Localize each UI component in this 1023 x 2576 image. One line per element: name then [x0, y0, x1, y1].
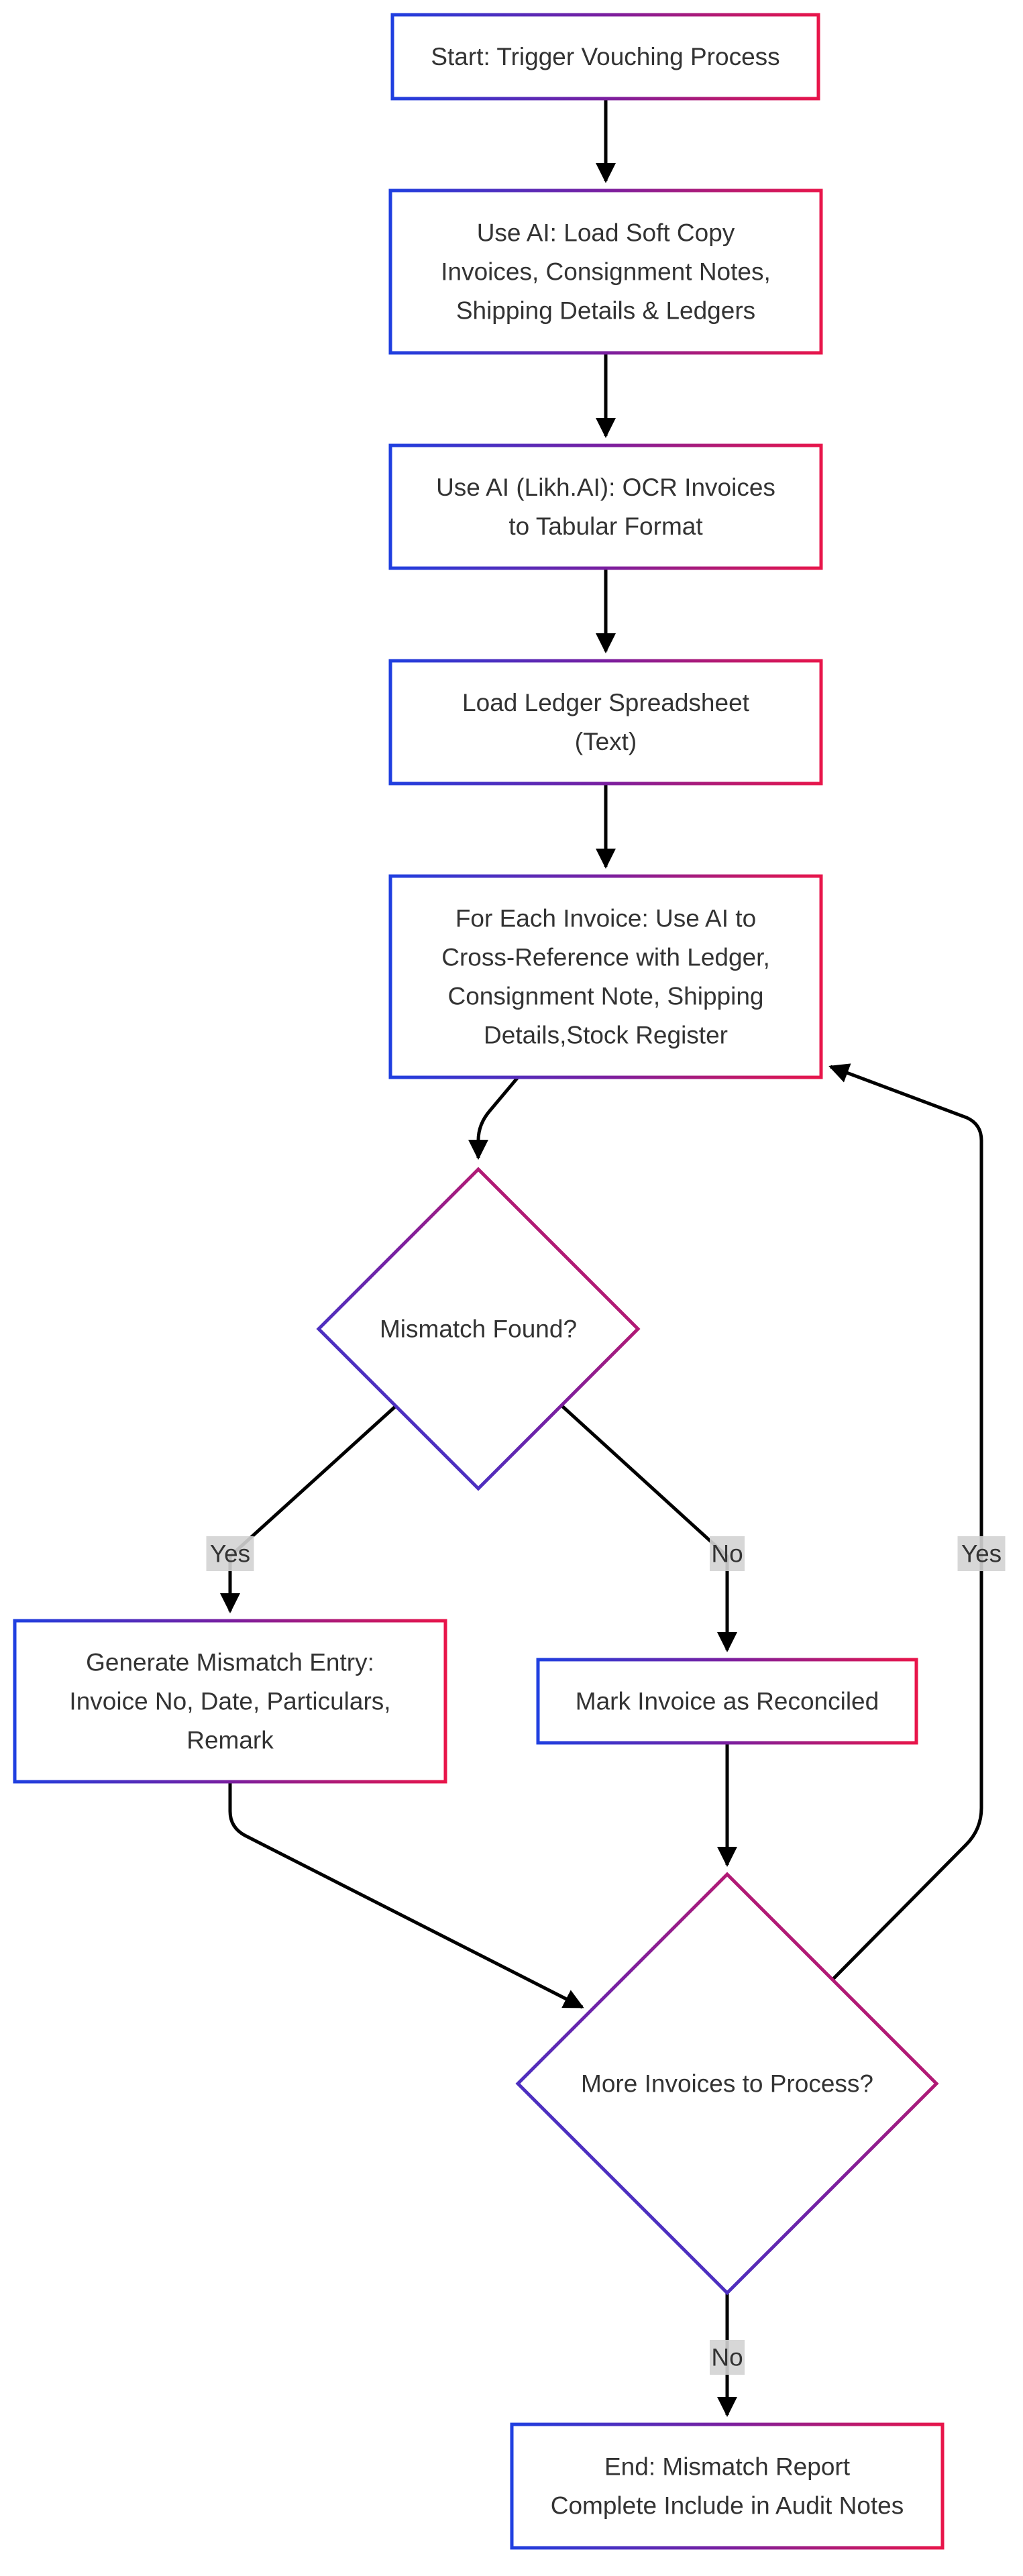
- node-generate-mismatch: Generate Mismatch Entry: Invoice No, Date…: [13, 1619, 447, 1784]
- node-label-line: Use AI: Load Soft Copy: [477, 219, 735, 247]
- process-box: [388, 874, 823, 1079]
- node-more-invoices: More Invoices to Process?: [515, 1872, 939, 2296]
- node-ocr-invoices: Use AI (Likh.AI): OCR Invoices to Tabular…: [388, 443, 823, 570]
- edge-label-background: [206, 1536, 254, 1571]
- process-box: [388, 189, 823, 355]
- edge-label-text: Yes: [961, 1540, 1002, 1568]
- edge-more_invoices-to-cross_reference: [828, 1063, 983, 1980]
- node-label-line: Use AI (Likh.AI): OCR Invoices: [436, 474, 775, 501]
- process-box: [510, 2422, 945, 2550]
- edge-label-more_invoices-to-cross_reference: Yes: [957, 1536, 1006, 1571]
- node-label-line: Complete Include in Audit Notes: [551, 2492, 904, 2520]
- edge-label-text: No: [711, 1540, 743, 1568]
- node-mismatch-found: Mismatch Found?: [316, 1167, 641, 1491]
- edge-label-mismatch_found-to-generate_mismatch: Yes: [206, 1536, 254, 1571]
- decision-diamond: [316, 1167, 641, 1491]
- process-box: [388, 443, 823, 570]
- node-load-ledger: Load Ledger Spreadsheet (Text): [388, 659, 823, 786]
- edge-label-background: [710, 1536, 745, 1571]
- edge-label-more_invoices-to-end: No: [710, 2340, 745, 2375]
- node-label-line: End: Mismatch Report: [604, 2453, 851, 2481]
- node-label-line: Mismatch Found?: [380, 1316, 577, 1343]
- edge-label-text: Yes: [210, 1540, 250, 1568]
- node-label-line: More Invoices to Process?: [581, 2070, 873, 2098]
- node-label-line: Generate Mismatch Entry:: [86, 1649, 374, 1676]
- node-label-line: Mark Invoice as Reconciled: [576, 1688, 879, 1715]
- edge-mismatch_found-to-mark_reconciled: [561, 1405, 737, 1652]
- node-mark-reconciled: Mark Invoice as Reconciled: [536, 1658, 918, 1745]
- node-label-line: Start: Trigger Vouching Process: [431, 43, 779, 70]
- node-label-line: Invoices, Consignment Notes,: [441, 258, 771, 286]
- edge-label-mismatch_found-to-mark_reconciled: No: [710, 1536, 745, 1571]
- node-label-line: Invoice No, Date, Particulars,: [69, 1688, 390, 1715]
- edge-label-background: [957, 1536, 1006, 1571]
- decision-diamond: [515, 1872, 939, 2296]
- process-box: [388, 659, 823, 786]
- process-box: [13, 1619, 447, 1784]
- edge-mismatch_found-to-generate_mismatch: [220, 1405, 397, 1613]
- node-label-line: (Text): [575, 728, 637, 755]
- node-label-line: For Each Invoice: Use AI to: [455, 905, 756, 932]
- process-box: [390, 13, 820, 101]
- node-label-line: Shipping Details & Ledgers: [456, 297, 755, 325]
- process-box: [536, 1658, 918, 1745]
- node-label-line: Load Ledger Spreadsheet: [462, 689, 750, 716]
- node-start: Start: Trigger Vouching Process: [390, 13, 820, 101]
- node-label-line: Remark: [186, 1727, 274, 1754]
- node-label-line: to Tabular Format: [508, 513, 703, 540]
- node-label-line: Consignment Note, Shipping: [447, 983, 763, 1010]
- node-label-line: Details,Stock Register: [484, 1022, 728, 1049]
- edge-cross_reference-to-mismatch_found: [468, 1076, 519, 1160]
- edge-label-background: [710, 2340, 745, 2375]
- node-cross-reference: For Each Invoice: Use AI to Cross-Referen…: [388, 874, 823, 1079]
- edge-generate_mismatch-to-more_invoices: [228, 1782, 584, 2009]
- node-label-line: Cross-Reference with Ledger,: [441, 944, 769, 971]
- edge-label-text: No: [711, 2344, 743, 2371]
